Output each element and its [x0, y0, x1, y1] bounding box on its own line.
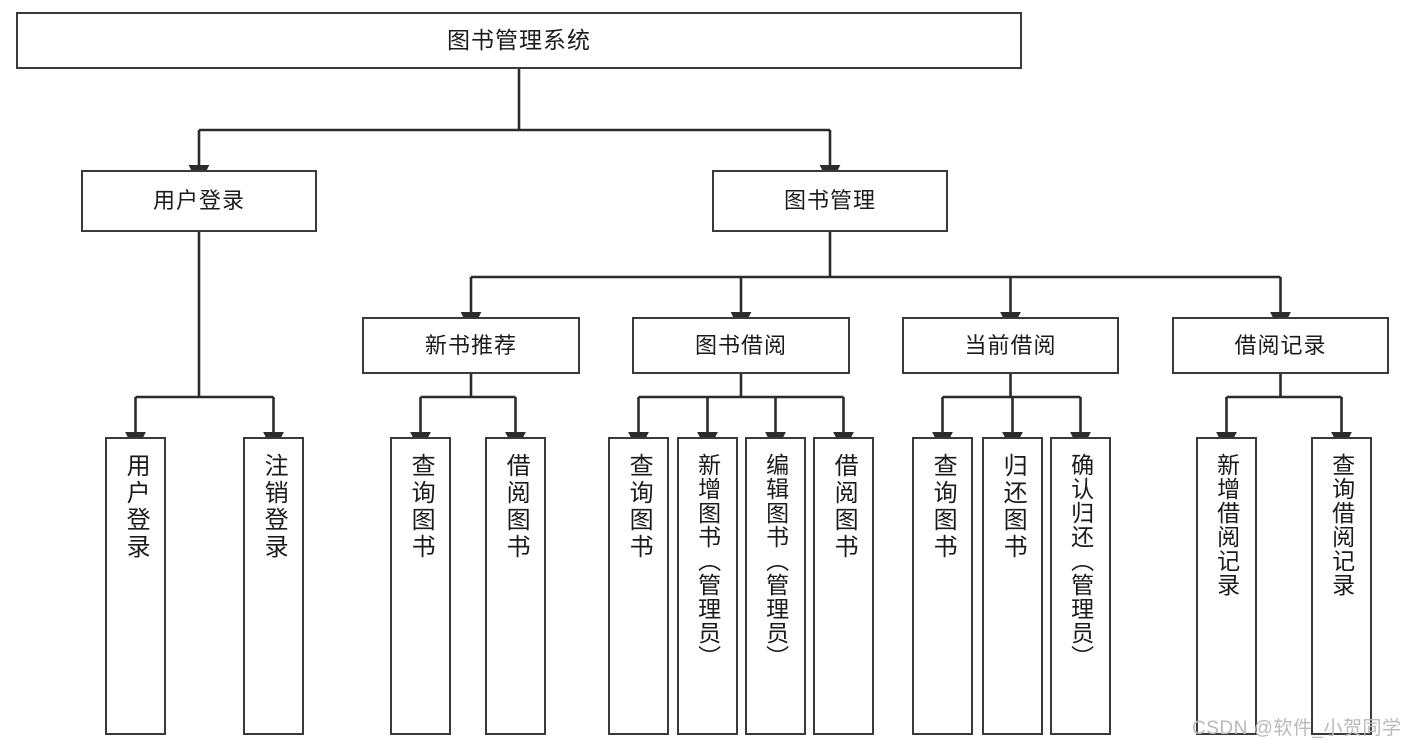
node-label: 借阅图书	[830, 453, 858, 561]
node-leaf-rec-add[interactable]: 新增借阅记录	[1196, 437, 1257, 735]
node-leaf-cur-query[interactable]: 查询图书	[912, 437, 973, 735]
node-login[interactable]: 用户登录	[81, 170, 317, 232]
node-leaf-rec-query[interactable]: 查询借阅记录	[1311, 437, 1372, 735]
node-label: 借阅记录	[1234, 332, 1327, 358]
node-label: 用户登录	[122, 453, 150, 561]
node-label: 新增借阅记录	[1213, 453, 1240, 597]
node-label: 归还图书	[999, 453, 1027, 561]
node-label: 图书管理	[783, 188, 876, 214]
node-records[interactable]: 借阅记录	[1172, 317, 1389, 374]
node-borrow[interactable]: 图书借阅	[632, 317, 850, 374]
node-label: 图书借阅	[694, 332, 787, 358]
node-leaf-nb-borrow[interactable]: 借阅图书	[485, 437, 546, 735]
node-label: 注销登录	[260, 453, 288, 561]
node-leaf-nb-query[interactable]: 查询图书	[390, 437, 451, 735]
node-leaf-br-add[interactable]: 新增图书（管理员）	[677, 437, 738, 735]
node-current[interactable]: 当前借阅	[902, 317, 1119, 374]
node-leaf-cur-return[interactable]: 归还图书	[982, 437, 1043, 735]
node-label: 确认归还（管理员）	[1067, 453, 1094, 669]
node-label: 查询图书	[625, 453, 653, 561]
node-bookmgmt[interactable]: 图书管理	[712, 170, 948, 232]
node-newbook[interactable]: 新书推荐	[362, 317, 580, 374]
watermark: CSDN @软件_小贺同学	[1192, 718, 1402, 739]
node-label: 查询图书	[929, 453, 957, 561]
node-leaf-br-query[interactable]: 查询图书	[608, 437, 669, 735]
node-label: 当前借阅	[964, 332, 1057, 358]
node-label: 查询图书	[407, 453, 435, 561]
node-label: 用户登录	[152, 188, 245, 214]
node-leaf-cur-confirm[interactable]: 确认归还（管理员）	[1050, 437, 1111, 735]
node-label: 新增图书（管理员）	[694, 453, 721, 669]
node-label: 借阅图书	[502, 453, 530, 561]
node-leaf-user-logout[interactable]: 注销登录	[243, 437, 304, 735]
node-label: 编辑图书（管理员）	[762, 453, 789, 669]
node-label: 图书管理系统	[447, 27, 591, 54]
node-leaf-br-borrow[interactable]: 借阅图书	[813, 437, 874, 735]
node-label: 查询借阅记录	[1328, 453, 1355, 597]
node-leaf-user-login[interactable]: 用户登录	[105, 437, 166, 735]
node-leaf-br-edit[interactable]: 编辑图书（管理员）	[745, 437, 806, 735]
node-root[interactable]: 图书管理系统	[16, 12, 1022, 69]
node-label: 新书推荐	[424, 332, 517, 358]
